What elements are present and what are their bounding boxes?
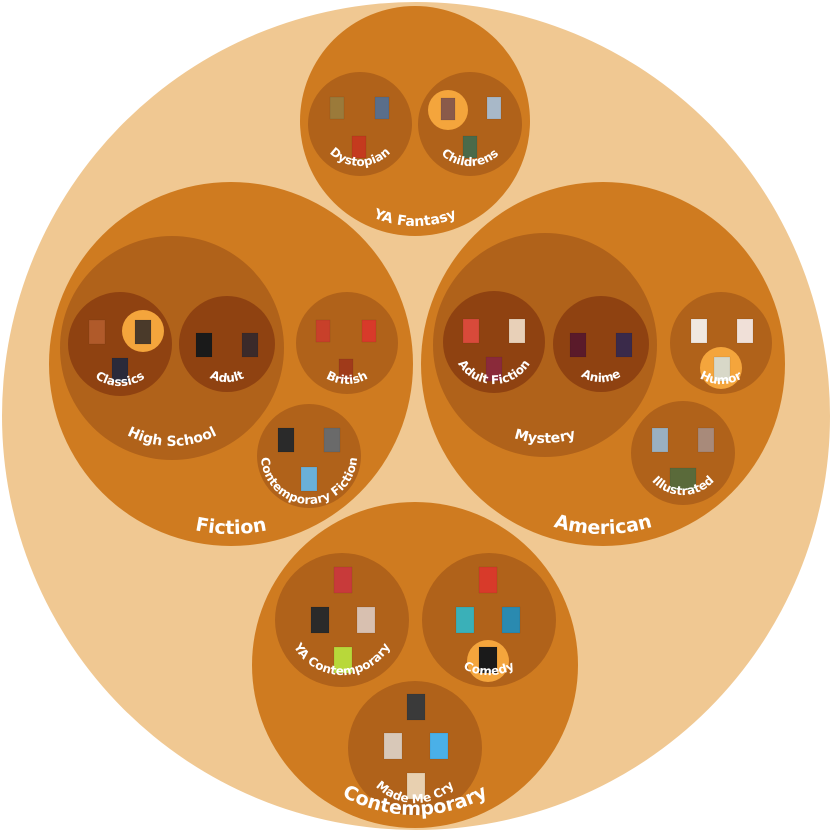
group-ya-fantasy[interactable]	[300, 6, 530, 236]
circle-ya-contemporary[interactable]	[275, 553, 409, 687]
book-cover[interactable]	[374, 96, 390, 120]
circle-illustrated[interactable]	[631, 401, 735, 505]
book-cover[interactable]	[195, 332, 213, 358]
books-illustrated	[651, 427, 715, 491]
circle-anime[interactable]	[553, 296, 649, 392]
book-cover[interactable]	[333, 646, 353, 674]
book-cover[interactable]	[462, 318, 480, 344]
book-cover[interactable]	[429, 732, 449, 760]
book-cover[interactable]	[478, 566, 498, 594]
label-adult: Adult	[208, 368, 246, 386]
book-cover[interactable]	[462, 135, 478, 159]
book-cover[interactable]	[300, 466, 318, 492]
book-cover[interactable]	[486, 96, 502, 120]
book-cover[interactable]	[651, 427, 669, 453]
book-cover[interactable]	[501, 606, 521, 634]
book-cover[interactable]	[323, 427, 341, 453]
book-cover[interactable]	[338, 358, 354, 382]
book-cover[interactable]	[697, 427, 715, 453]
books-classics	[88, 319, 152, 383]
book-cover[interactable]	[277, 427, 295, 453]
book-cover[interactable]	[615, 332, 633, 358]
book-cover[interactable]	[310, 606, 330, 634]
group-contemporary[interactable]	[252, 502, 578, 828]
circle-made-me-cry[interactable]	[348, 681, 482, 815]
book-cover[interactable]	[134, 319, 152, 345]
book-cover[interactable]	[485, 356, 503, 382]
book-cover[interactable]	[351, 135, 367, 159]
book-cover[interactable]	[383, 732, 403, 760]
book-cover[interactable]	[315, 319, 331, 343]
books-british	[315, 319, 377, 382]
circle-adult[interactable]	[179, 296, 275, 392]
circle-contemporary-fiction[interactable]	[257, 404, 361, 508]
books-ya-contemporary	[310, 566, 376, 674]
books-humor	[690, 318, 754, 382]
books-made-me-cry	[383, 693, 449, 800]
label-childrens: Childrens	[439, 146, 501, 169]
books-anime	[569, 332, 633, 358]
book-cover[interactable]	[736, 318, 754, 344]
book-cover[interactable]	[241, 332, 259, 358]
books-adult	[195, 332, 259, 358]
group-fiction[interactable]	[49, 182, 413, 546]
books-adult-fiction	[462, 318, 526, 382]
book-cover[interactable]	[361, 319, 377, 343]
book-cover[interactable]	[569, 332, 587, 358]
circle-british[interactable]	[296, 292, 398, 394]
label-fiction: Fiction	[194, 513, 268, 539]
circle-comedy[interactable]	[422, 553, 556, 687]
book-cover[interactable]	[478, 646, 498, 674]
books-childrens	[440, 96, 502, 159]
books-contemporary-fiction	[277, 427, 341, 492]
book-cover[interactable]	[455, 606, 475, 634]
book-cover[interactable]	[111, 357, 129, 383]
circle-humor[interactable]	[670, 292, 772, 394]
books-dystopian	[329, 96, 390, 159]
label-mystery: Mystery	[513, 426, 578, 447]
book-cover[interactable]	[440, 97, 456, 121]
circle-high-school[interactable]	[60, 236, 284, 460]
book-cover[interactable]	[406, 693, 426, 721]
label-british: British	[324, 368, 369, 387]
label-anime: Anime	[579, 366, 622, 385]
book-cover[interactable]	[88, 319, 106, 345]
book-cover[interactable]	[713, 356, 731, 382]
group-american[interactable]	[421, 182, 785, 546]
books-comedy	[455, 566, 521, 674]
book-cover[interactable]	[508, 318, 526, 344]
book-cover[interactable]	[333, 566, 353, 594]
circle-ya-fantasy[interactable]	[300, 6, 530, 236]
book-cover[interactable]	[356, 606, 376, 634]
book-cover[interactable]	[329, 96, 345, 120]
label-comedy: Comedy	[462, 658, 517, 678]
book-cover[interactable]	[690, 318, 708, 344]
circle-mystery[interactable]	[433, 233, 657, 457]
book-cover[interactable]	[406, 772, 426, 800]
book-cover[interactable]	[669, 467, 697, 491]
label-classics: Classics	[93, 368, 147, 389]
circle-adult-fiction[interactable]	[443, 291, 545, 393]
label-humor: Humor	[698, 368, 744, 387]
